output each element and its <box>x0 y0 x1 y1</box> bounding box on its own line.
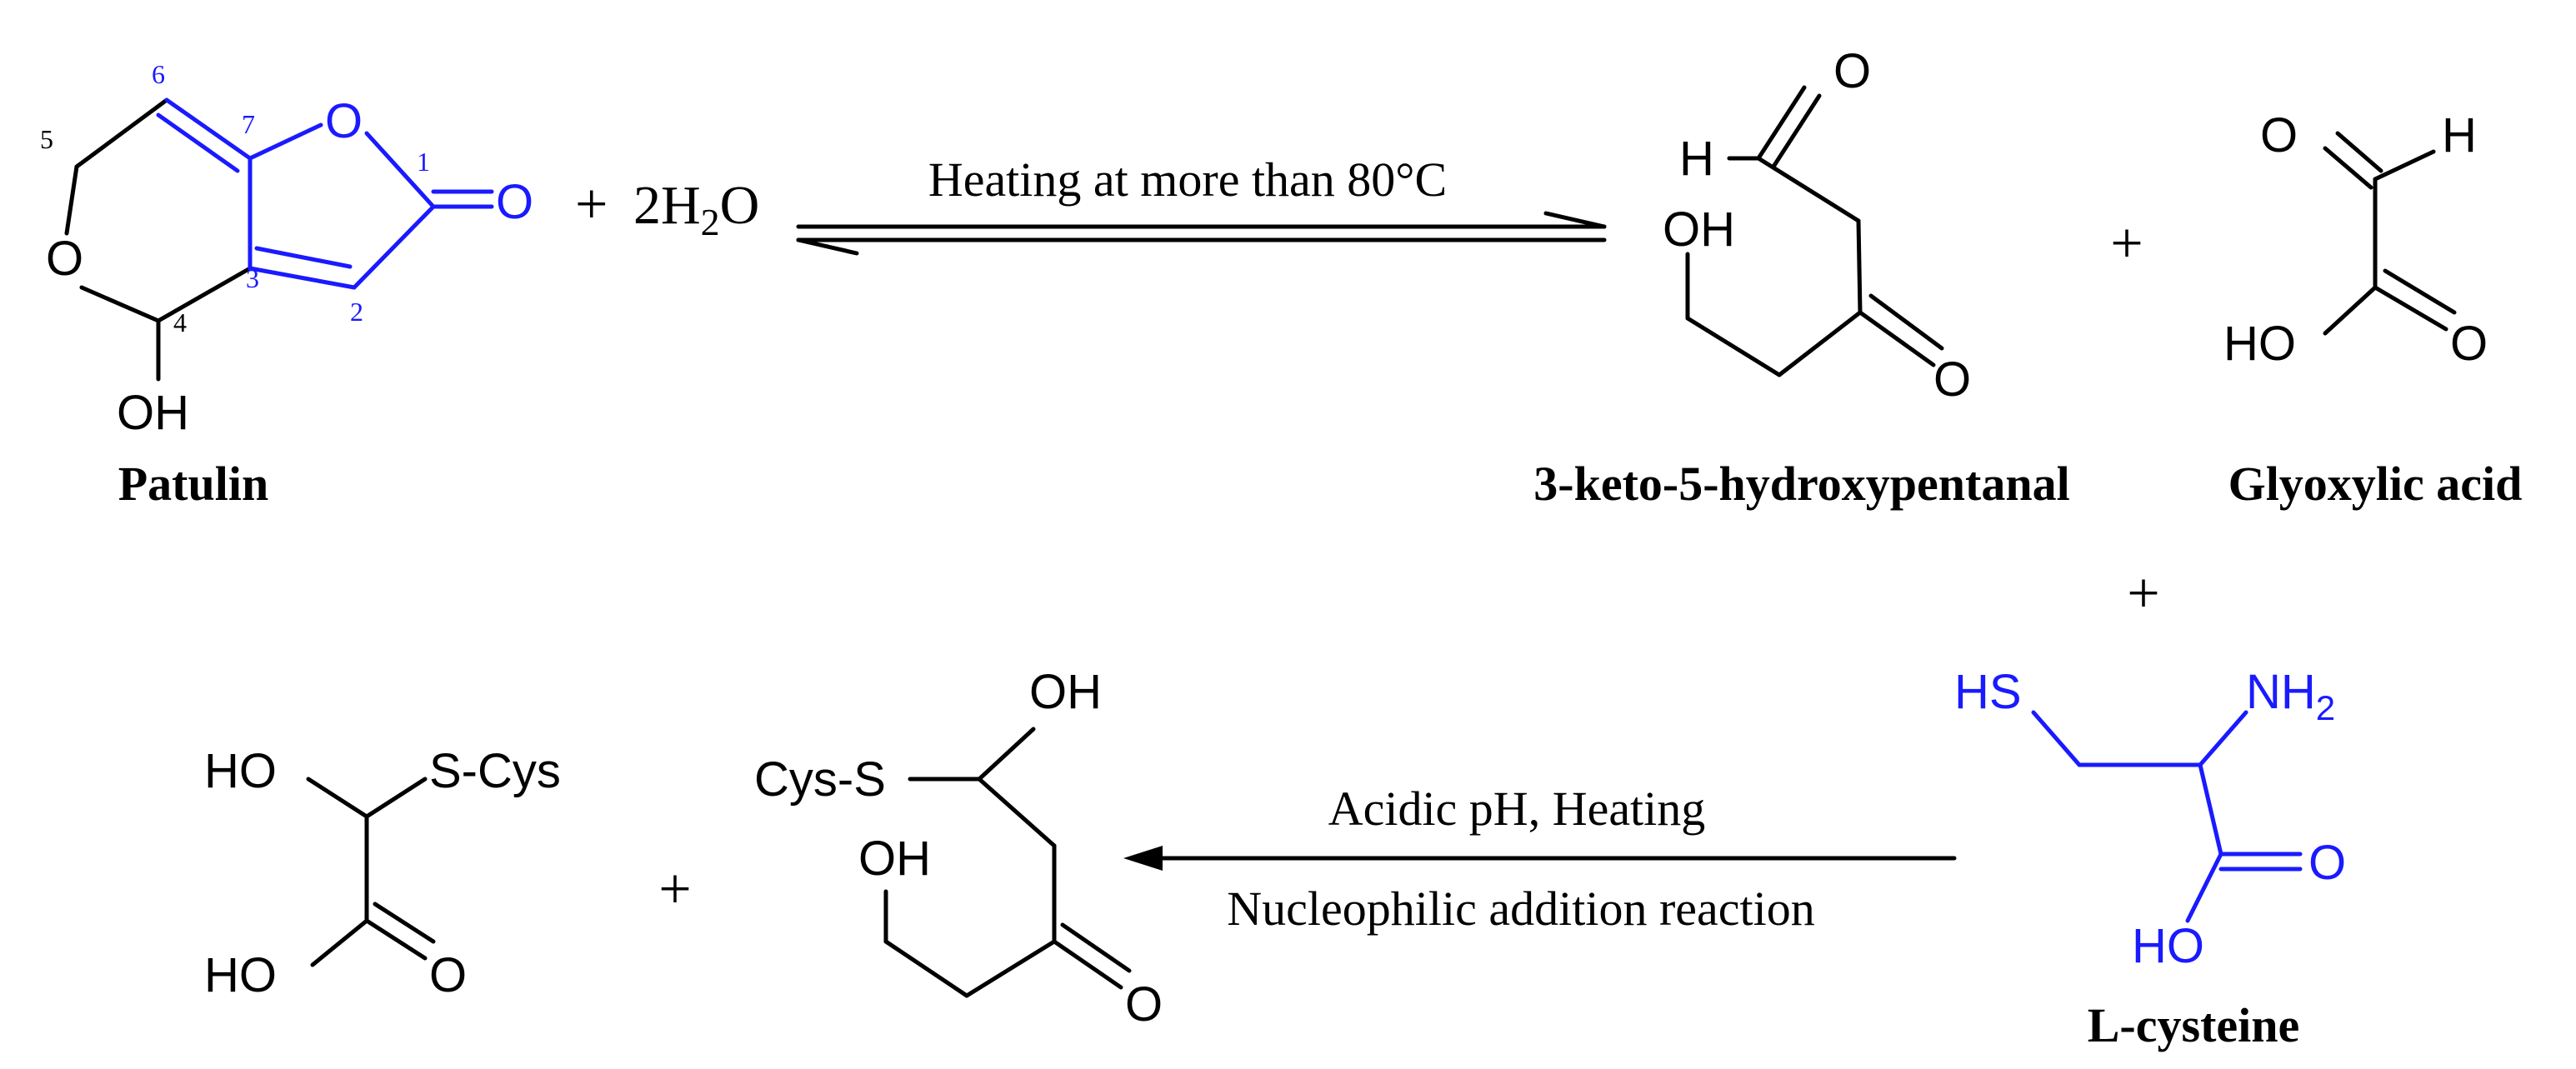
reaction-arrow-step2: Acidic pH, Heating Nucleophilic addition… <box>1123 782 1957 936</box>
bond-c7-o <box>248 122 323 161</box>
glyoxylic-acid-structure: O H HO O Glyoxylic acid <box>2223 108 2522 511</box>
locant-6: 6 <box>152 59 165 89</box>
locant-2: 2 <box>350 297 363 327</box>
l-cysteine-name: L-cysteine <box>2088 998 2300 1052</box>
aldehyde-oxygen: O <box>1833 44 1871 98</box>
plus-cysteine: + <box>2127 562 2159 626</box>
adduct2-keto-oxygen: O <box>1125 977 1163 1032</box>
glyoxylic-co-bond <box>2323 146 2373 190</box>
plus-adducts: + <box>658 857 691 922</box>
step1-condition: Heating at more than 80°C <box>928 152 1447 207</box>
locant-4: 4 <box>173 307 187 337</box>
adduct2-hydroxyl-chain: OH <box>858 832 931 886</box>
locant-1: 1 <box>417 147 430 177</box>
bond-c6-c7 <box>164 97 253 161</box>
adduct1-thioether: S-Cys <box>429 744 561 798</box>
cysteine-carbonyl-oxygen: O <box>2308 836 2346 890</box>
glyoxylic-cys-adduct-structure: HO S-Cys HO O <box>204 744 561 1002</box>
step2-arrowhead <box>1123 846 1163 871</box>
glyoxylic-hydroxyl: HO <box>2223 317 2296 371</box>
aldehyde-hydrogen: H <box>1679 132 1714 186</box>
cysteine-thiol: HS <box>1954 665 2022 719</box>
adduct1-acid-oxygen: O <box>429 948 467 1002</box>
pentanal-cys-adduct-structure: OH Cys-S OH O <box>754 665 1163 1032</box>
keto-oxygen: O <box>1933 352 1971 407</box>
adduct2-keto-bond <box>1052 939 1123 990</box>
bond-c1-c2 <box>352 204 436 290</box>
adduct1-hydroxyl: HO <box>204 744 277 798</box>
l-cysteine-structure: HS NH2 O HO L-cysteine <box>1954 665 2346 1052</box>
adduct2-hydroxyl-top: OH <box>1029 665 1102 719</box>
bond-o-c4 <box>79 285 161 323</box>
adduct1-acid-hydroxyl: HO <box>204 948 277 1002</box>
step2-condition-top: Acidic pH, Heating <box>1328 782 1706 836</box>
patulin-hydroxyl: OH <box>117 386 189 440</box>
locant-7: 7 <box>242 109 255 139</box>
water-label: 2H2O <box>633 175 759 243</box>
adduct1-co-bond <box>364 918 428 961</box>
plus-products: + <box>2110 212 2143 276</box>
locant-3: 3 <box>246 263 259 293</box>
bond-c6-c7-double <box>156 112 240 173</box>
cysteine-amine: NH2 <box>2246 665 2335 727</box>
bond-c3-c2-double <box>254 246 353 269</box>
glyoxylic-acid-oxygen: O <box>2450 317 2488 371</box>
glyoxylic-acid-name: Glyoxylic acid <box>2228 457 2523 511</box>
keto-bond <box>1858 310 1936 367</box>
bond-c5-c6 <box>74 97 169 169</box>
plus-water: + <box>575 172 608 237</box>
keto-hydroxypentanal-structure: O H OH O 3-keto-5-hydroxypentanal <box>1533 44 2069 511</box>
patulin-ring-oxygen: O <box>46 232 83 286</box>
pentanal-hydroxyl: OH <box>1663 202 1735 257</box>
glyoxylic-aldehyde-hydrogen: H <box>2442 108 2477 162</box>
adduct2-thioether: Cys-S <box>754 752 886 807</box>
step2-condition-bottom: Nucleophilic addition reaction <box>1227 882 1814 936</box>
patulin-name: Patulin <box>118 457 269 511</box>
patulin-structure: O O O OH 1 2 3 4 5 6 7 Patulin <box>40 59 533 511</box>
patulin-carbonyl-oxygen: O <box>496 175 533 229</box>
glyoxylic-acid-co-bond <box>2373 285 2448 332</box>
bond-c3-c2 <box>248 266 357 290</box>
bond-o-c1 <box>364 131 436 209</box>
equilibrium-arrow: Heating at more than 80°C <box>796 152 1607 256</box>
cysteine-hydroxyl: HO <box>2132 919 2204 973</box>
aldehyde-bond <box>1756 85 1807 161</box>
bond-c5-o <box>64 164 79 236</box>
locant-5: 5 <box>40 124 53 154</box>
bond-c4-c3 <box>156 266 253 323</box>
glyoxylic-aldehyde-oxygen: O <box>2260 108 2298 162</box>
keto-hydroxypentanal-name: 3-keto-5-hydroxypentanal <box>1533 457 2069 511</box>
patulin-furan-oxygen: O <box>325 94 363 148</box>
